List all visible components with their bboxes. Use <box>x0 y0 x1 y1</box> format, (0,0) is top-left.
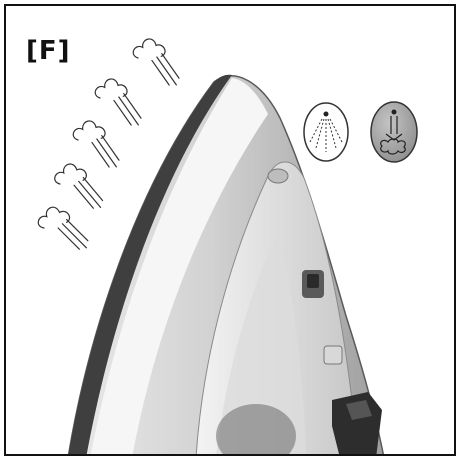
steam-puff-icon <box>36 202 95 261</box>
steam-puff-icon <box>52 159 109 219</box>
spray-mode-icon <box>304 103 348 161</box>
steam-puff-icon <box>131 34 186 95</box>
figure-label: [F] <box>26 36 71 66</box>
temperature-dial <box>332 392 382 456</box>
figure-frame: [F] <box>4 4 456 456</box>
steam-puff-icon <box>93 74 148 135</box>
spray-button <box>324 346 342 364</box>
steam-burst-mode-icon <box>371 102 417 162</box>
steam-puff-icon <box>71 116 126 177</box>
steam-iron-illustration <box>6 6 456 456</box>
